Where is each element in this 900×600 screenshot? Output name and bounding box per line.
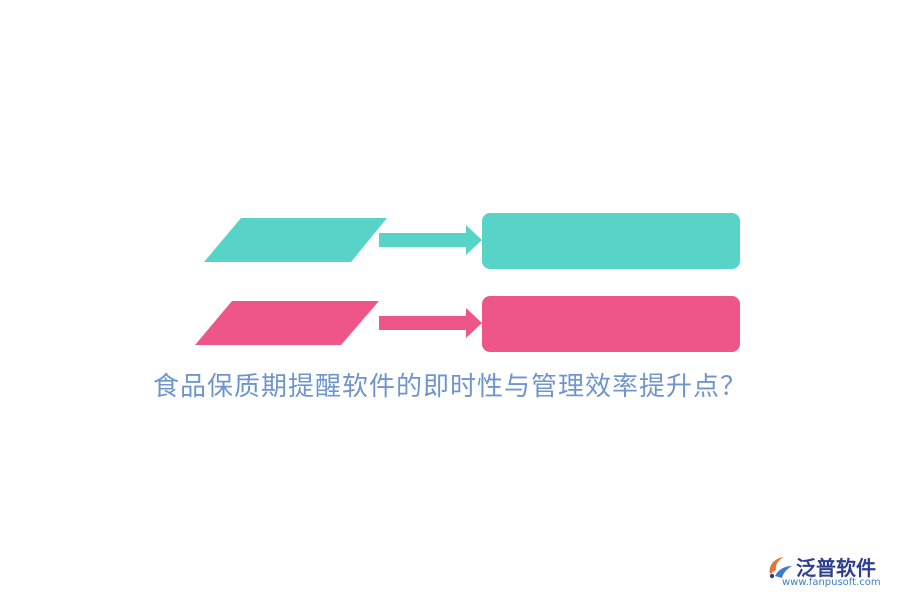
row-2-arrow-shaft	[379, 316, 468, 330]
row-1-parallelogram	[204, 218, 387, 262]
row-2-parallelogram	[195, 301, 379, 345]
row-2-arrow-head	[466, 308, 482, 338]
row-1-result-box	[482, 213, 740, 269]
page-title: 食品保质期提醒软件的即时性与管理效率提升点？	[152, 372, 747, 402]
row-2-result-box	[482, 296, 740, 352]
row-1-arrow-shaft	[379, 233, 468, 247]
brand-logo: 泛普软件 www.fanpusoft.com	[766, 550, 892, 590]
fanpu-logo-icon	[769, 557, 792, 579]
logo-url: www.fanpusoft.com	[782, 577, 881, 588]
logo-name: 泛普软件	[796, 556, 876, 580]
row-1-arrow-head	[466, 225, 482, 255]
